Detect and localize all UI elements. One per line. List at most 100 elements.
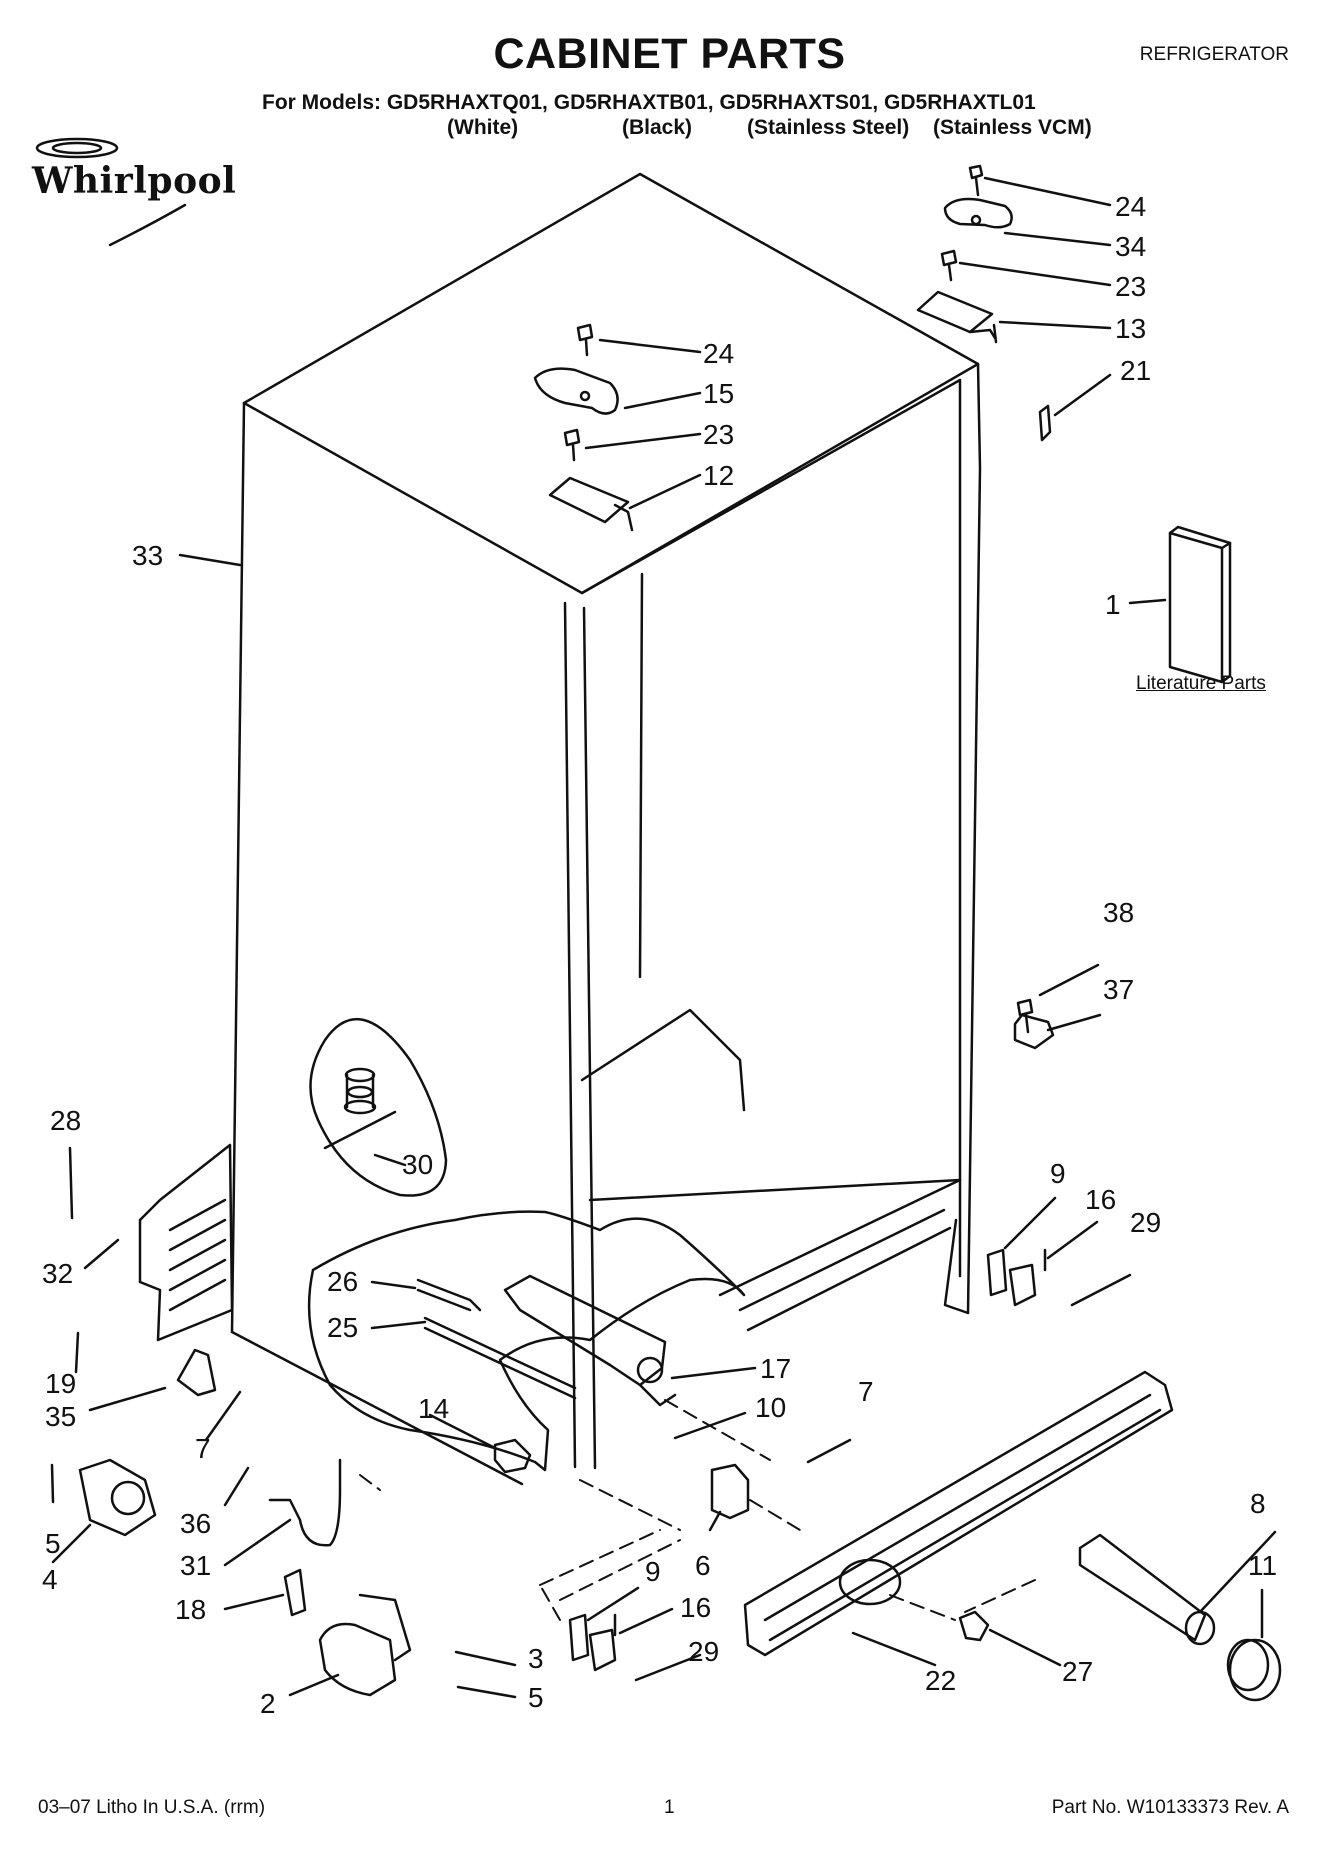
callout-31: 31 <box>180 1550 212 1581</box>
callout-32: 32 <box>42 1258 74 1289</box>
models-line: For Models: GD5RHAXTQ01, GD5RHAXTB01, GD… <box>262 91 1036 115</box>
footer-litho: 03–07 Litho In U.S.A. (rrm) <box>38 1797 266 1818</box>
block-part-14 <box>493 1438 532 1474</box>
trim-clip-part-21 <box>1038 404 1052 442</box>
top-hinge-cover-right <box>943 197 1013 229</box>
models-prefix: For Models: <box>262 91 381 114</box>
callout-5: 5 <box>528 1682 544 1713</box>
tube-part-25 <box>423 1316 577 1400</box>
top-hinge-cover-left <box>533 367 619 415</box>
variant-label: (White) <box>447 116 519 139</box>
callout-22: 22 <box>925 1665 957 1696</box>
callout-27: 27 <box>1062 1656 1094 1687</box>
water-filter-part-8 <box>1078 1533 1216 1646</box>
callout-23: 23 <box>703 419 735 450</box>
callout-9: 9 <box>1050 1158 1066 1189</box>
callout-38: 38 <box>1103 897 1135 928</box>
page-title: CABINET PARTS <box>493 30 846 78</box>
variant-label: (Black) <box>622 116 693 139</box>
callout-37: 37 <box>1103 974 1135 1005</box>
footer-part-number: Part No. W10133373 Rev. A <box>1051 1797 1289 1818</box>
clip-part-18 <box>283 1568 307 1617</box>
callout-18: 18 <box>175 1594 207 1625</box>
screw-icon <box>576 323 594 357</box>
filter-cap-part-11 <box>1226 1638 1282 1702</box>
footer-page-number: 1 <box>664 1797 675 1818</box>
screw-icon <box>940 249 958 282</box>
callout-14: 14 <box>418 1393 450 1424</box>
callout-5: 5 <box>45 1528 61 1559</box>
variant-label: (Stainless VCM) <box>933 116 1092 139</box>
callout-34: 34 <box>1115 231 1147 262</box>
callout-28: 28 <box>50 1105 82 1136</box>
callout-24: 24 <box>703 338 735 369</box>
model-number: GD5RHAXTB01, <box>553 91 714 114</box>
callout-13: 13 <box>1115 313 1147 344</box>
callout-36: 36 <box>180 1508 212 1539</box>
literature-booklet <box>1168 525 1232 684</box>
callout-8: 8 <box>1250 1488 1266 1519</box>
fan-bracket-part-17 <box>503 1274 677 1407</box>
tube-part-26 <box>416 1278 482 1312</box>
callout-9: 9 <box>645 1556 661 1587</box>
clip-part-6 <box>710 1463 750 1520</box>
callout-7: 7 <box>858 1376 874 1407</box>
cabinet-outline <box>230 172 982 1486</box>
callout-11: 11 <box>1248 1550 1278 1581</box>
callout-23: 23 <box>1115 271 1147 302</box>
model-number: GD5RHAXTL01 <box>884 91 1036 114</box>
bracket-part-16 <box>1008 1248 1047 1307</box>
leader-arrows <box>50 176 1277 1699</box>
screw-icon <box>968 164 984 197</box>
callout-29: 29 <box>1130 1207 1162 1238</box>
logo-swirl-icon <box>35 137 187 247</box>
screw-icon <box>563 428 581 462</box>
callout-35: 35 <box>45 1401 77 1432</box>
bracket-part-16 <box>588 1613 617 1672</box>
filter-guide-part-27 <box>958 1610 990 1642</box>
callout-10: 10 <box>755 1392 787 1423</box>
leveler-part-4 <box>78 1458 157 1537</box>
callout-19: 19 <box>45 1368 77 1399</box>
rear-grille-panel <box>138 1143 234 1342</box>
callout-16: 16 <box>1085 1184 1117 1215</box>
callout-17: 17 <box>760 1353 792 1384</box>
callout-30: 30 <box>402 1149 434 1180</box>
toe-grille-part-22 <box>743 1370 1174 1657</box>
callout-4: 4 <box>42 1564 58 1595</box>
variant-label: (Stainless Steel) <box>747 116 910 139</box>
grommet-part-30 <box>323 1067 397 1150</box>
callout-7: 7 <box>195 1433 211 1464</box>
callout-26: 26 <box>327 1266 359 1297</box>
callout-29: 29 <box>688 1636 720 1667</box>
top-hinge-right <box>916 290 998 344</box>
category-label: REFRIGERATOR <box>1139 44 1289 65</box>
callout-2: 2 <box>260 1688 276 1719</box>
bracket-part-9 <box>986 1248 1008 1297</box>
callout-24: 24 <box>1115 191 1147 222</box>
callout-3: 3 <box>528 1643 544 1674</box>
callout-1: 1 <box>1105 589 1121 620</box>
callout-16: 16 <box>680 1592 712 1623</box>
water-line-part-31 <box>268 1458 342 1547</box>
screw-icon <box>1016 998 1034 1034</box>
callout-21: 21 <box>1120 355 1152 386</box>
callout-15: 15 <box>703 378 735 409</box>
callout-12: 12 <box>703 460 735 491</box>
floor-cutaway-outline <box>307 1210 746 1472</box>
bracket-part-9 <box>568 1613 590 1662</box>
literature-parts-label: Literature Parts <box>1136 673 1266 694</box>
model-number: GD5RHAXTQ01, <box>386 91 548 114</box>
wall-patch <box>309 1017 448 1197</box>
callout-25: 25 <box>327 1312 359 1343</box>
callout-6: 6 <box>695 1550 711 1581</box>
assembly-dashed-lines <box>359 1399 1036 1621</box>
brand-logo: Whirlpool <box>32 160 237 202</box>
model-number: GD5RHAXTS01, <box>719 91 879 114</box>
callout-33: 33 <box>132 540 164 571</box>
bracket-part-37 <box>1013 1013 1055 1050</box>
lower-hinge-left <box>318 1593 412 1697</box>
hinge-bracket-part-35 <box>176 1348 217 1397</box>
top-hinge-left <box>548 476 634 532</box>
